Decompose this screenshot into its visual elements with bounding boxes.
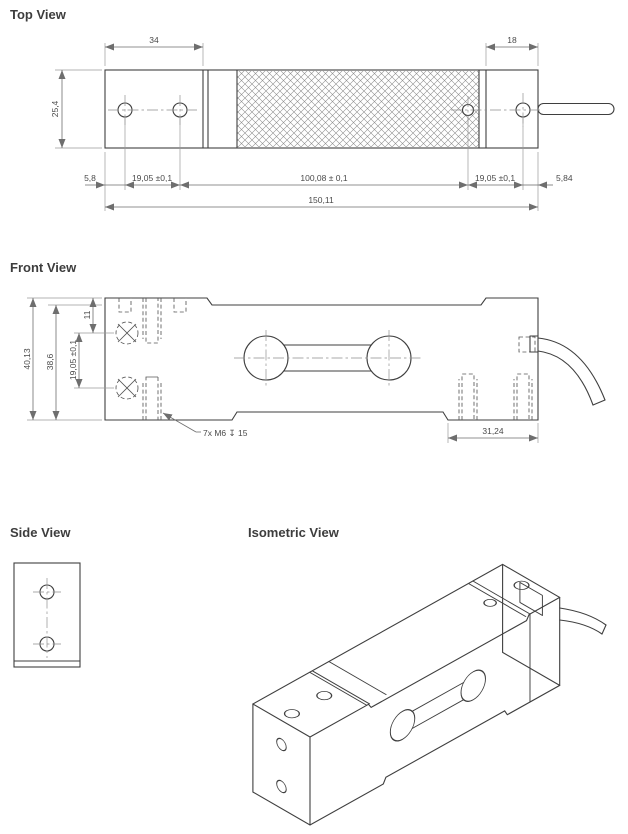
top-view-body <box>104 69 615 149</box>
isometric-body <box>252 563 607 826</box>
iso-cable-gland <box>519 581 543 617</box>
iso-cable <box>559 607 607 635</box>
isometric-view-title: Isometric View <box>248 525 340 540</box>
dim-label-100-08: 100,08 ± 0,1 <box>300 173 347 183</box>
dim-label-31-24: 31,24 <box>482 426 504 436</box>
front-view-dimensions: 40,13 38,6 19,05 ±0,1 11 7x M6 ↧ 15 31,2… <box>22 297 539 443</box>
dim-label-5-84: 5,84 <box>556 173 573 183</box>
side-view: Side View <box>10 525 81 668</box>
dim-label-150-11: 150,11 <box>308 195 334 205</box>
side-view-body <box>13 562 81 668</box>
iso-end-face <box>276 737 287 794</box>
iso-long-face <box>389 613 531 742</box>
front-view: Front View <box>10 260 606 443</box>
dim-label-40-13: 40,13 <box>22 348 32 370</box>
center-lines-front <box>234 330 423 386</box>
center-lines-side <box>33 578 61 658</box>
dim-label-18: 18 <box>507 35 517 45</box>
dim-label-34: 34 <box>149 35 159 45</box>
cable-top-view <box>537 102 615 116</box>
body-feature-lines <box>202 69 487 149</box>
isometric-view: Isometric View <box>248 525 607 826</box>
iso-edges <box>252 563 561 826</box>
iso-top-face <box>283 580 531 719</box>
dim-label-19-05-left: 19,05 ±0,1 <box>132 173 172 183</box>
dim-label-5-8: 5,8 <box>84 173 96 183</box>
dim-label-11: 11 <box>82 310 92 319</box>
front-view-body <box>104 297 606 421</box>
dim-label-19-05-right: 19,05 ±0,1 <box>475 173 515 183</box>
extension-lines-top <box>55 43 539 211</box>
hidden-thread-holes <box>115 298 536 420</box>
cable-front-view <box>529 335 606 406</box>
thread-callout: 7x M6 ↧ 15 <box>162 412 248 438</box>
dim-label-25-4: 25,4 <box>50 100 60 117</box>
front-body-outline <box>104 297 539 421</box>
top-view-title: Top View <box>10 7 67 22</box>
center-lines-top <box>108 93 540 127</box>
dim-label-38-6: 38,6 <box>45 353 55 370</box>
front-view-title: Front View <box>10 260 77 275</box>
iso-outline <box>252 563 561 826</box>
dim-label-19-05-front: 19,05 ±0,1 <box>68 340 78 380</box>
side-view-title: Side View <box>10 525 71 540</box>
top-view-dimensions: 34 18 25,4 5,8 19,05 ±0,1 100,08 ± 0,1 1… <box>50 35 573 211</box>
thread-callout-label: 7x M6 ↧ 15 <box>203 428 248 438</box>
extension-lines-front <box>27 297 539 443</box>
knurled-region <box>237 71 479 147</box>
top-view: Top View 34 18 25,4 5,8 <box>10 7 615 211</box>
